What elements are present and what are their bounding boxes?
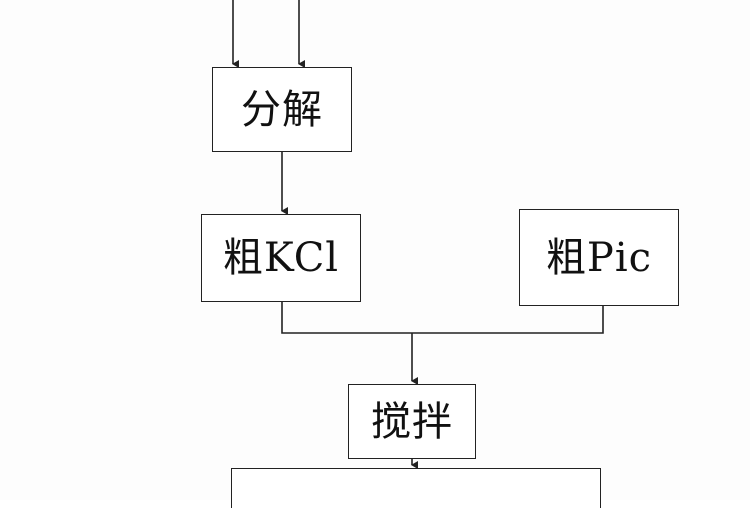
node-crude-pic-label: 粗Pic <box>545 234 653 281</box>
node-crude-kcl: 粗KCl <box>201 214 361 302</box>
node-decompose: 分解 <box>212 67 352 152</box>
node-crude-kcl-label: 粗KCl <box>222 235 340 281</box>
node-decompose-label: 分解 <box>241 86 323 133</box>
node-crude-pic: 粗Pic <box>519 209 679 306</box>
node-stir: 搅拌 <box>348 384 476 459</box>
node-next-step <box>231 468 601 508</box>
merge-connector <box>281 302 604 334</box>
node-stir-label: 搅拌 <box>371 398 453 445</box>
